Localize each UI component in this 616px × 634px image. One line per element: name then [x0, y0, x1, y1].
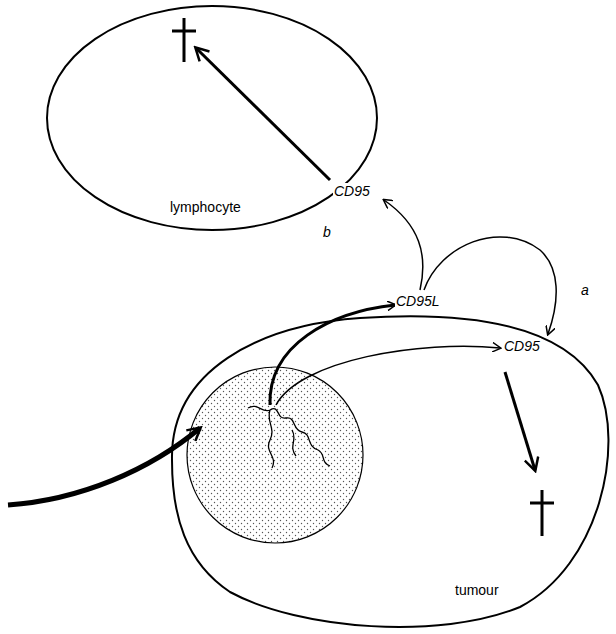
- apoptosis-arrow: [196, 48, 330, 180]
- apoptosis-arrow: [505, 372, 535, 470]
- pathway-arrow: [424, 237, 556, 334]
- cell-name: lymphocyte: [170, 199, 241, 215]
- pathway-letter: b: [322, 224, 332, 240]
- death-cross: [530, 490, 554, 536]
- receptor-label: CD95: [503, 338, 541, 354]
- receptor-label: CD95: [333, 183, 371, 199]
- cell-name: tumour: [455, 582, 499, 598]
- pathway-arrow: [384, 200, 423, 290]
- death-cross: [172, 18, 196, 62]
- dna-damage: [248, 406, 330, 468]
- induction-arrow: [276, 346, 500, 405]
- cell: tumour: [165, 285, 613, 632]
- nucleus: [187, 367, 363, 543]
- ligand-label: CD95L: [395, 293, 441, 309]
- pathway-letter: a: [580, 282, 590, 298]
- cell: lymphocyte: [45, 4, 381, 234]
- membrane: [172, 316, 608, 627]
- cell-outline: [165, 285, 613, 632]
- membrane: [47, 6, 377, 230]
